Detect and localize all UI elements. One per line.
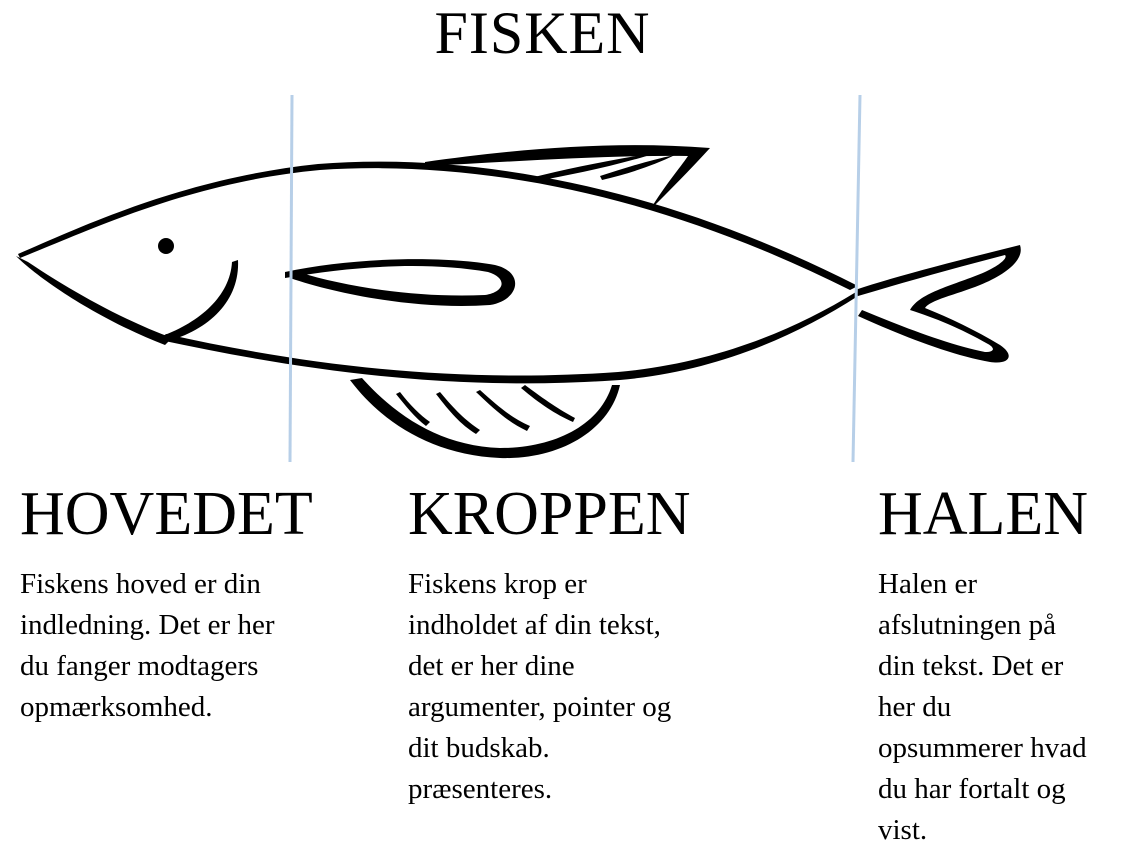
belly-line (160, 292, 858, 384)
snout-line (16, 256, 172, 345)
section-heading: KROPPEN (408, 480, 691, 548)
section-body: KROPPEN Fiskens krop er indholdet af din… (408, 478, 738, 810)
tail-upper (855, 245, 1021, 363)
dorsal-fin-ray (530, 152, 660, 182)
dorsal-fin (425, 145, 710, 210)
section-head: HOVEDET Fiskens hoved er din indledning.… (20, 478, 360, 728)
divider-head-body (288, 94, 294, 463)
section-text: Halen er afslutningen på din tekst. Det … (878, 568, 1087, 846)
section-heading: HALEN (878, 480, 1089, 548)
upper-body-line (18, 161, 858, 290)
section-tail: HALEN Halen er afslutningen på din tekst… (878, 478, 1128, 851)
fish-illustration (16, 94, 1021, 463)
diagram-title: FISKEN (434, 0, 651, 66)
pectoral-fin (285, 259, 516, 306)
gill-line (162, 260, 239, 342)
section-text: Fiskens hoved er din indledning. Det er … (20, 568, 275, 723)
pelvic-fin-ray (436, 392, 480, 434)
pelvic-fin-ray (476, 390, 530, 431)
pelvic-fin-ray (521, 385, 575, 422)
pelvic-fin (350, 378, 620, 459)
section-heading: HOVEDET (20, 480, 313, 548)
section-text: Fiskens krop er indholdet af din tekst, … (408, 568, 672, 805)
pelvic-fin-ray (396, 392, 430, 426)
divider-body-tail (851, 94, 862, 463)
eye (158, 238, 174, 254)
dorsal-fin-ray (600, 155, 675, 180)
